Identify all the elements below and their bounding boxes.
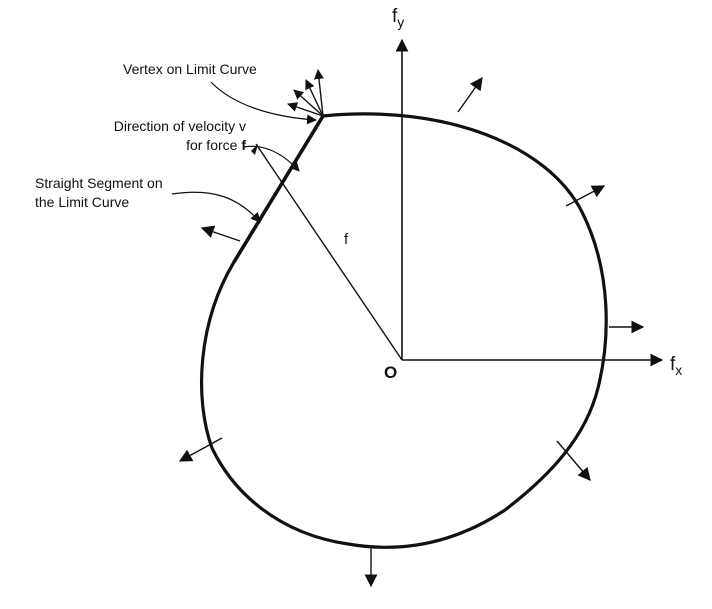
direction-label-line1: Direction of velocity v (113, 118, 246, 134)
straight-segment (232, 114, 325, 264)
vertex-label: Vertex on Limit Curve (123, 61, 257, 77)
direction-label-line2: for force f (86, 137, 246, 153)
force-vector-line (255, 143, 403, 361)
normal-arrow-lower-right (556, 440, 591, 481)
x-axis-label: fx (670, 354, 683, 378)
normal-arrow-top (457, 76, 483, 113)
vertex-normal-arrows (287, 69, 324, 117)
normal-arrow-lower-left (178, 437, 223, 462)
direction-label-prefix: for force (186, 137, 242, 153)
force-vector-arrowhead (251, 144, 258, 155)
segment-label-line2: the Limit Curve (35, 194, 130, 210)
normal-arrow-upper-right (565, 185, 606, 207)
origin-label: O (384, 363, 398, 382)
normal-arrow-segment (200, 225, 241, 242)
direction-label-force-symbol: f (241, 137, 246, 153)
force-vector-label: f (344, 231, 349, 248)
y-axis-label: fy (392, 6, 405, 30)
vertex-leader (210, 81, 317, 125)
leader-lines (171, 81, 317, 223)
limit-curve (200, 112, 608, 549)
velocity-leader (243, 145, 300, 172)
segment-label-line1: Straight Segment on (35, 175, 163, 191)
normal-arrows (178, 76, 645, 588)
segment-leader (171, 191, 261, 223)
